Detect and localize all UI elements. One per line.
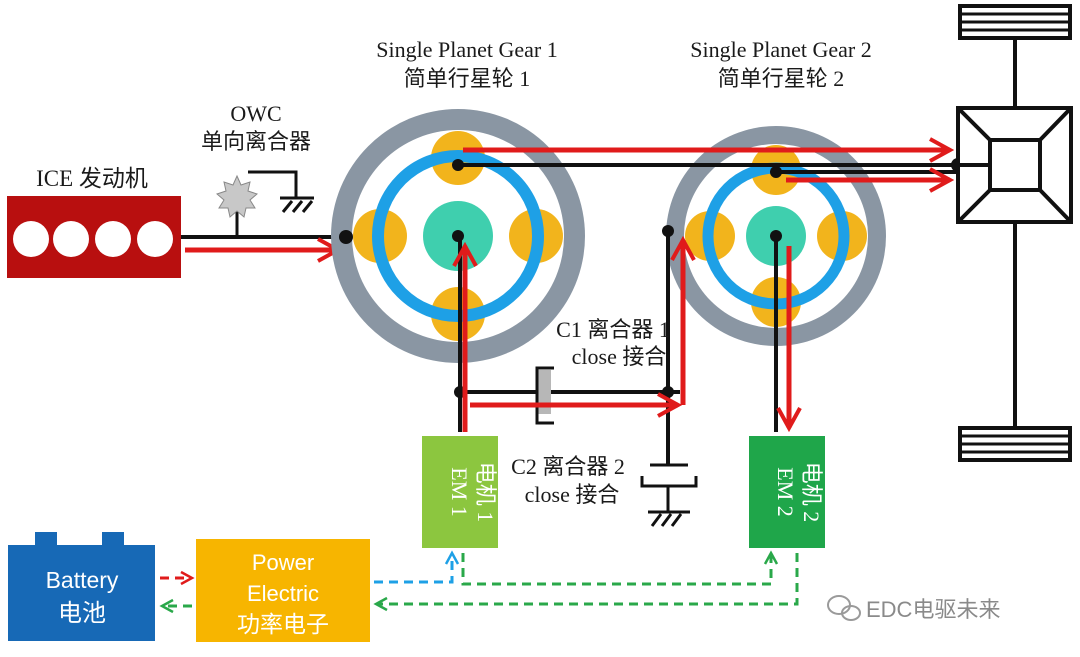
em1-label: EM 1 <box>447 467 472 517</box>
battery-label-cn: 电池 <box>58 600 106 627</box>
cylinder-icon <box>95 221 131 257</box>
ground-icon <box>281 200 314 213</box>
wheel-axle <box>956 4 1073 462</box>
c1-label: C1 离合器 1 <box>556 317 670 342</box>
ground-icon <box>650 513 683 527</box>
watermark-text: EDC电驱未来 <box>866 597 1000 622</box>
wheel-top <box>958 4 1072 40</box>
electric-connections <box>159 550 799 614</box>
pe-label-1: Power <box>252 550 314 575</box>
power-flow <box>463 150 950 432</box>
wheel-bottom <box>958 426 1072 462</box>
cylinder-icon <box>137 221 173 257</box>
joint-dots <box>339 158 965 398</box>
c2-label: C2 离合器 2 <box>511 454 625 479</box>
c1-clutch <box>535 366 554 425</box>
pg2-label-cn: 简单行星轮 2 <box>718 66 845 91</box>
pe-label-cn: 功率电子 <box>237 611 329 637</box>
em1-motor <box>422 436 498 548</box>
pg2-label: Single Planet Gear 2 <box>690 37 871 62</box>
power-electronics <box>196 539 370 642</box>
shafts <box>456 163 958 465</box>
ice-engine <box>7 196 181 278</box>
cylinder-icon <box>13 221 49 257</box>
owc-clutch <box>216 170 314 237</box>
battery-label: Battery <box>46 567 119 593</box>
c1-label-close: close 接合 <box>572 344 667 369</box>
wechat-icon <box>827 595 861 621</box>
owc-label: OWC <box>230 101 281 126</box>
battery <box>8 532 155 641</box>
pg1-label-cn: 简单行星轮 1 <box>404 66 531 91</box>
ice-label: ICE 发动机 <box>36 166 148 191</box>
em1-label-cn: 电机 1 <box>473 462 498 523</box>
em2-label: EM 2 <box>773 467 798 517</box>
watermark: EDC电驱未来 <box>827 595 1000 622</box>
differential <box>956 106 1073 224</box>
owc-gear-icon <box>216 174 258 218</box>
em2-label-cn: 电机 2 <box>799 462 824 523</box>
owc-label-cn: 单向离合器 <box>201 129 311 154</box>
c2-label-close: close 接合 <box>525 482 620 507</box>
c2-clutch <box>640 463 698 527</box>
pg1-label: Single Planet Gear 1 <box>376 37 557 62</box>
pe-label-2: Electric <box>247 581 319 606</box>
cylinder-icon <box>53 221 89 257</box>
em2-motor <box>749 436 825 548</box>
